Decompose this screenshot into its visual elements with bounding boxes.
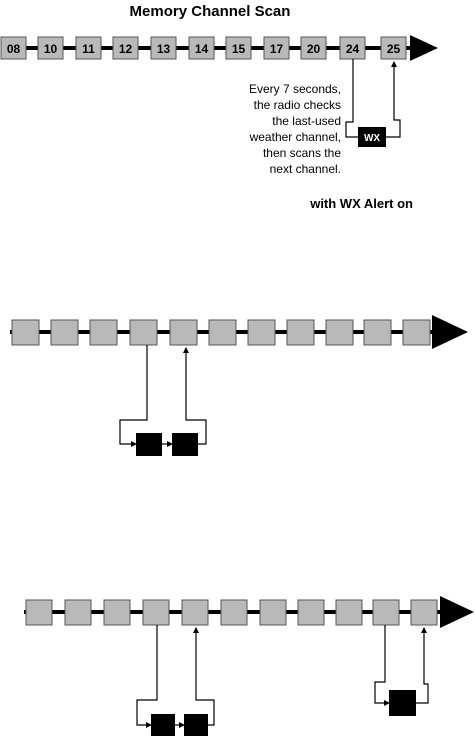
channel-label-08: 08 (7, 42, 21, 56)
channel-box-13 (150, 36, 177, 60)
channel-box-12 (112, 36, 139, 60)
channel-label-14: 14 (195, 42, 209, 56)
panel-3-path-out-2 (374, 625, 390, 706)
panel-3-path-return-2 (416, 627, 429, 704)
scan-direction-arrow-3 (440, 596, 474, 628)
wx-channel-label: WX (364, 133, 380, 144)
panel-3-channel-box (335, 599, 363, 626)
panel-3-channel-box (181, 599, 209, 626)
description-line-2: the radio checks (254, 98, 341, 112)
panel-2-channel-box (325, 319, 354, 346)
panel-2-channel-box (129, 319, 158, 346)
description-line-5: then scans the (263, 146, 341, 160)
description-line-6: next channel. (270, 162, 341, 176)
channel-label-12: 12 (119, 42, 133, 56)
panel-2-wx-box-1 (136, 433, 162, 456)
channel-box-25 (380, 36, 407, 60)
channel-box-17 (263, 36, 290, 60)
panel-3-channel-box (64, 599, 92, 626)
panel-1-channel-boxes: 08 10 11 12 13 14 15 17 20 24 25 (0, 36, 407, 60)
channel-box-10 (37, 36, 64, 60)
wx-check-path-return (386, 61, 401, 138)
channel-label-20: 20 (307, 42, 321, 56)
channel-box-08 (0, 36, 27, 60)
panel-2-wx-double-check (10, 315, 468, 456)
channel-label-11: 11 (82, 42, 95, 56)
panel-3-channel-box (220, 599, 248, 626)
panel-3-channel-box (25, 599, 53, 626)
diagram-title: Memory Channel Scan (130, 3, 291, 20)
panel-3-channel-box (410, 599, 438, 626)
panel-3-channel-box (372, 599, 400, 626)
channel-label-25: 25 (387, 42, 401, 56)
panel-3-channel-box (103, 599, 131, 626)
wx-alert-label: with WX Alert on (309, 196, 413, 211)
panel-2-channel-box (363, 319, 392, 346)
panel-2-wx-box-2 (172, 433, 198, 456)
panel-2-channel-box (208, 319, 237, 346)
channel-box-20 (300, 36, 327, 60)
panel-1-channel-scan: Memory Channel Scan 08 10 11 12 13 14 15 17 20 24… (0, 3, 438, 211)
scan-direction-arrow-1 (410, 35, 438, 61)
panel-2-channel-box (286, 319, 315, 346)
panel-2-channel-box (402, 319, 431, 346)
description-line-4: weather channel, (249, 130, 341, 144)
panel-3-channel-box (297, 599, 325, 626)
scan-direction-arrow-2 (432, 315, 468, 349)
channel-label-10: 10 (44, 42, 58, 56)
panel-2-channel-boxes (11, 319, 431, 346)
panel-3-channel-boxes (25, 599, 438, 626)
channel-box-15 (225, 36, 252, 60)
panel-3-path-return-1 (193, 627, 215, 726)
panel-2-path-return (183, 347, 207, 445)
wx-channel-box (358, 127, 386, 147)
panel-2-channel-box (169, 319, 198, 346)
panel-3-channel-box (259, 599, 287, 626)
description-line-1: Every 7 seconds, (249, 82, 341, 96)
channel-label-13: 13 (157, 42, 171, 56)
channel-box-11 (75, 36, 102, 60)
panel-3-path-out-1 (136, 625, 158, 728)
channel-box-14 (188, 36, 215, 60)
panel-3-channel-box (142, 599, 170, 626)
channel-label-24: 24 (346, 42, 360, 56)
channel-label-17: 17 (270, 42, 284, 56)
channel-label-15: 15 (232, 42, 246, 56)
scan-description: Every 7 seconds, the radio checks the la… (249, 82, 342, 176)
panel-2-path-out (119, 345, 148, 447)
panel-3-wx-double-check (24, 596, 474, 736)
panel-2-channel-box (50, 319, 79, 346)
panel-2-channel-box (247, 319, 276, 346)
panel-3-wx-box-3 (389, 690, 416, 716)
panel-3-wx-box-2 (184, 714, 208, 736)
panel-2-channel-box (11, 319, 40, 346)
wx-check-path-out (345, 59, 358, 138)
panel-2-channel-box (89, 319, 118, 346)
description-line-3: the last-used (272, 114, 341, 128)
panel-3-wx-box-1 (151, 714, 175, 736)
